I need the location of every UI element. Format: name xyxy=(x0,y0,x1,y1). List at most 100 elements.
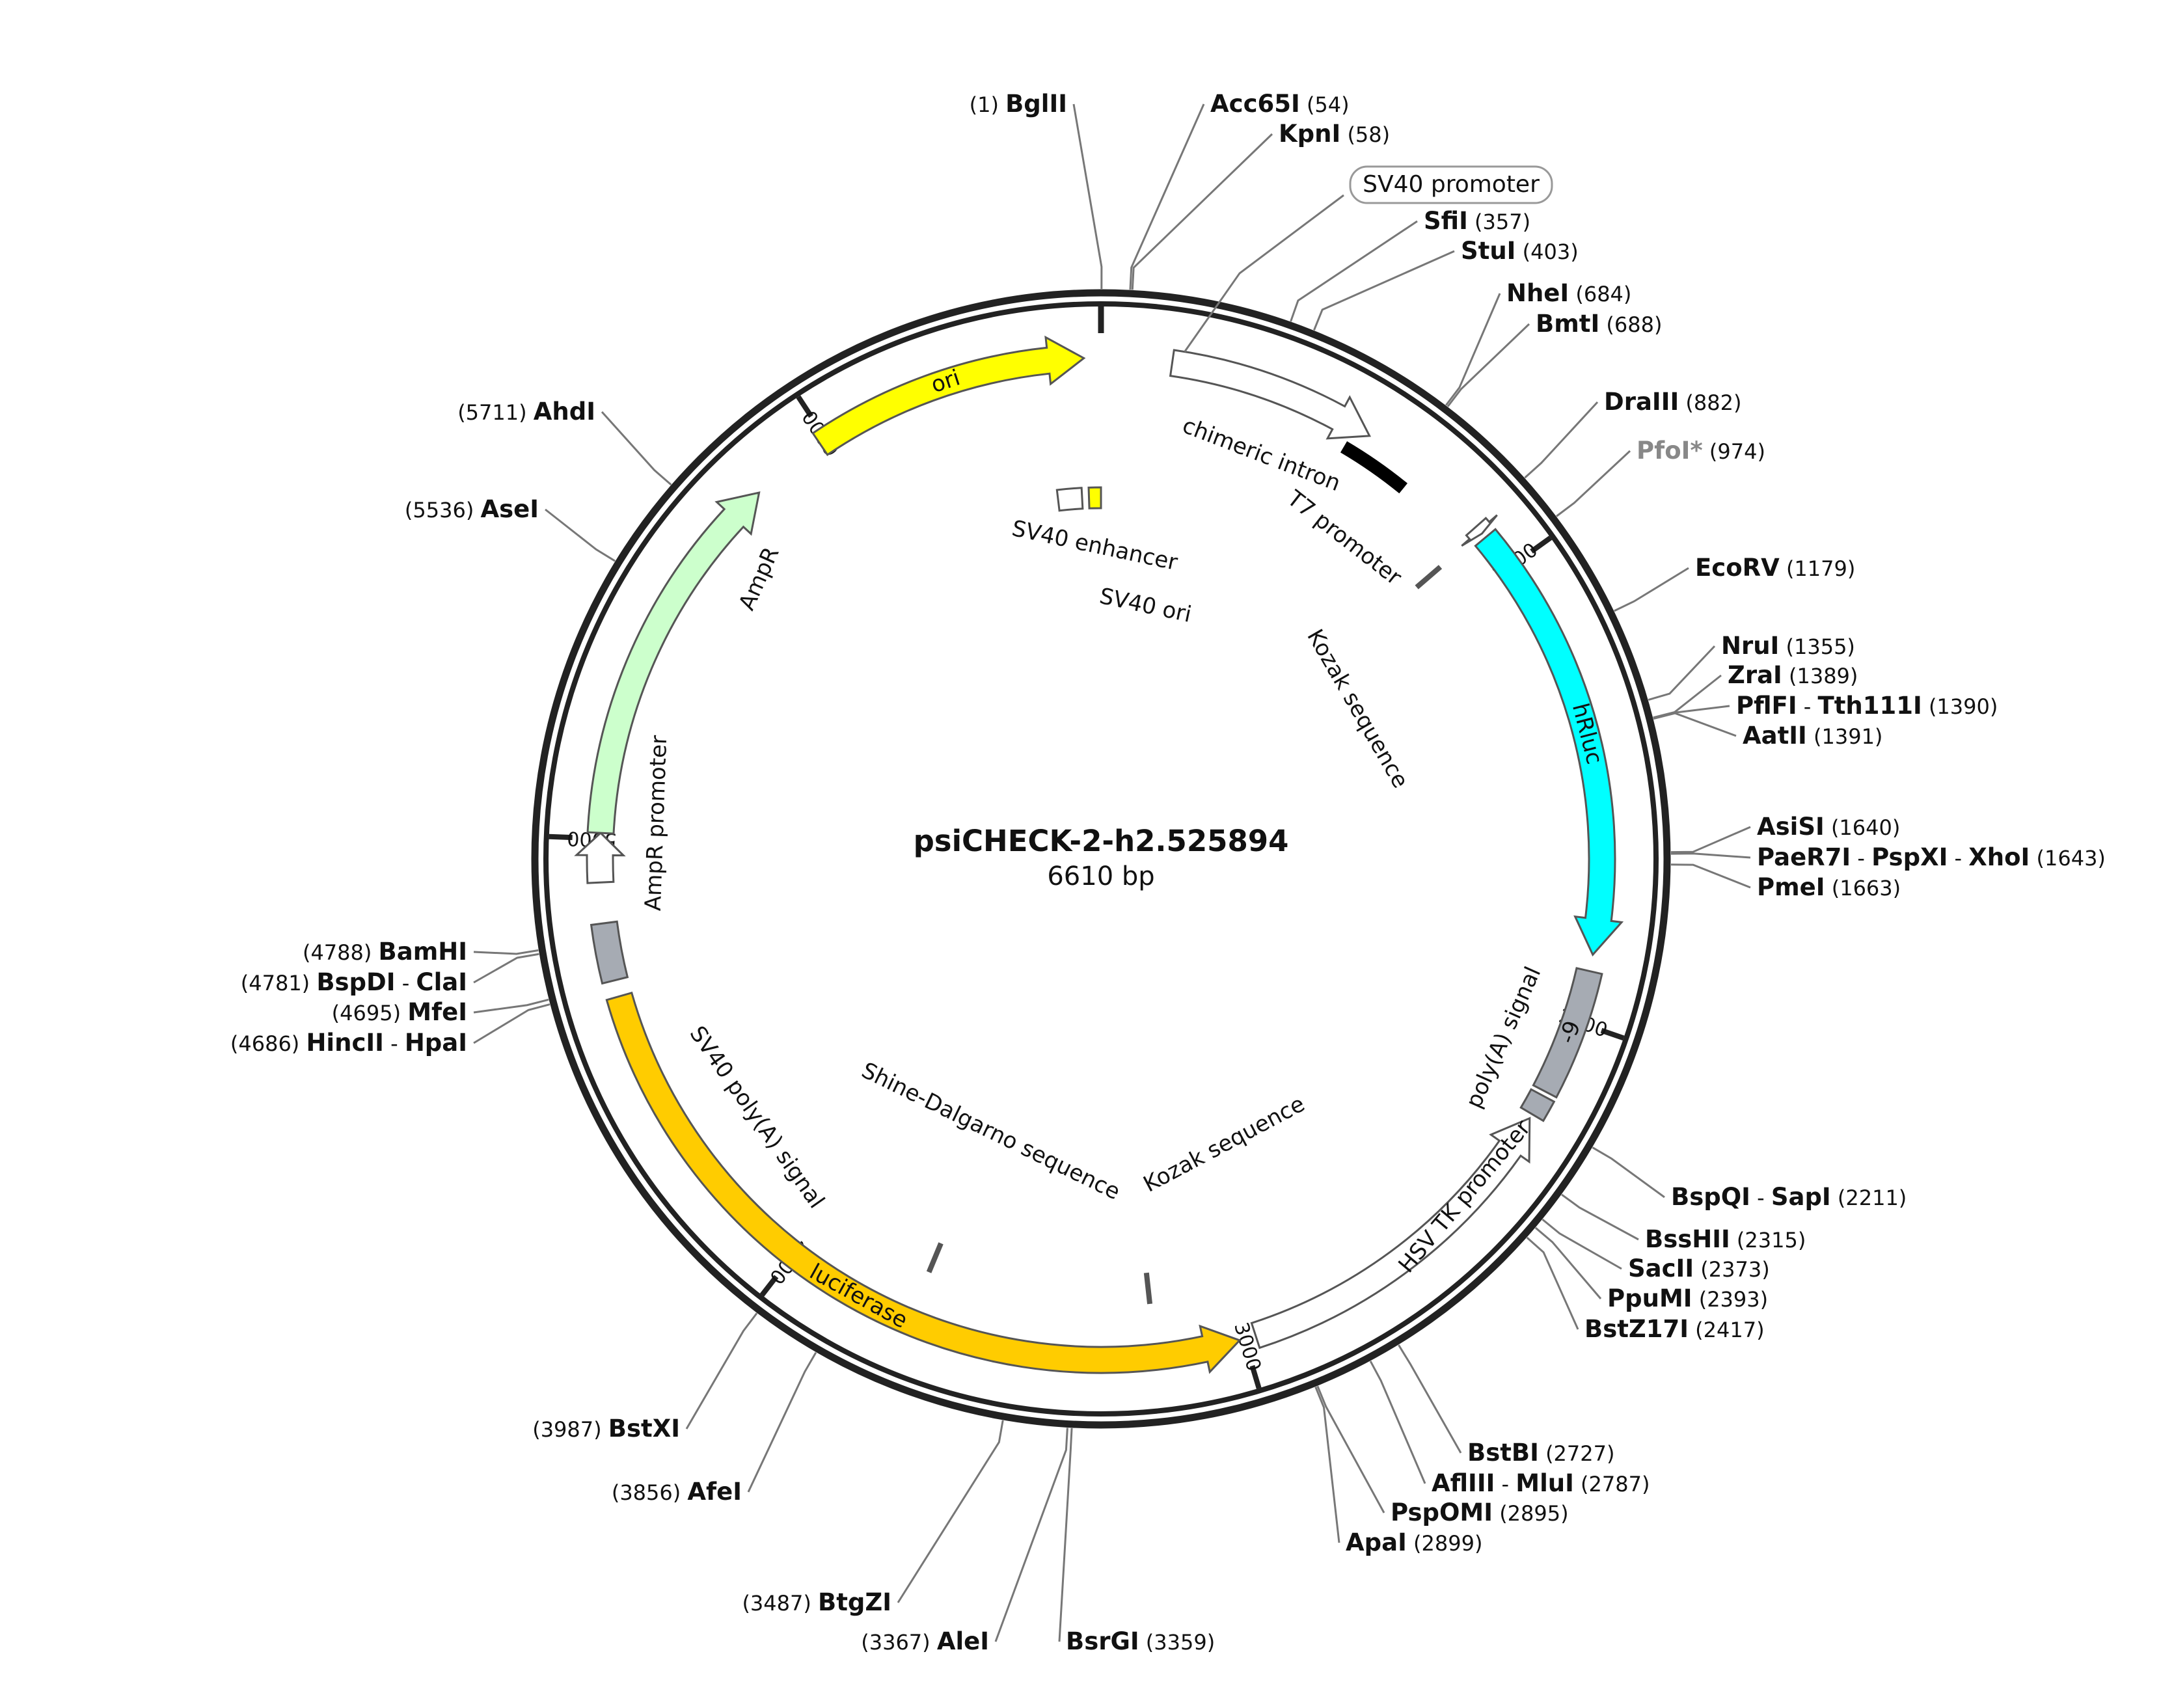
site-leader-line xyxy=(1290,220,1418,322)
site-pspomi: PspOMI (2895) xyxy=(1316,1385,1569,1526)
ori-arrow xyxy=(811,335,1086,456)
backbone-inner-ring xyxy=(543,301,1659,1417)
t7-promoter-label: T7 promoter xyxy=(1282,485,1407,590)
site-label: SacII (2373) xyxy=(1628,1254,1770,1282)
sv40-ori-label: SV40 ori xyxy=(1097,583,1193,628)
shine-dalgarno-sequence-mark xyxy=(926,1242,944,1273)
site-label: PspOMI (2895) xyxy=(1391,1498,1569,1526)
site-leader-line xyxy=(1072,103,1103,290)
site-leader-line xyxy=(897,1420,1004,1603)
site-leader-line xyxy=(601,411,672,485)
chimeric-intron-label: chimeric intron xyxy=(1179,413,1344,496)
site-draiii: DraIII (882) xyxy=(1524,388,1741,479)
site-leader-line xyxy=(473,953,539,984)
sv40-promoter-callout: SV40 promoter xyxy=(1184,165,1553,353)
site-alei: (3367) AleI xyxy=(861,1428,1068,1655)
site-nhei: NheI (684) xyxy=(1445,279,1631,406)
site-leader-line xyxy=(473,1003,550,1044)
site-label: BsrGI (3359) xyxy=(1066,1627,1215,1655)
site-sfii: SfiI (357) xyxy=(1290,207,1530,322)
site-ppumi: PpuMI (2393) xyxy=(1534,1227,1768,1312)
restriction-sites: Acc65I (54)KpnI (58) SfiI (357)StuI (403)… xyxy=(230,90,2106,1655)
backbone-outer-ring xyxy=(531,289,1671,1429)
site-leader-line xyxy=(1313,250,1455,331)
callout-box xyxy=(1349,165,1553,204)
site-label: Acc65I (54) xyxy=(1210,90,1350,118)
site-bstxi: (3987) BstXI xyxy=(532,1312,758,1443)
site-sacii: SacII (2373) xyxy=(1542,1218,1770,1282)
site-label: ZraI (1389) xyxy=(1728,661,1858,689)
site-stui: StuI (403) xyxy=(1313,237,1579,331)
site-leader-line xyxy=(1614,567,1689,612)
site-apai: ApaI (2899) xyxy=(1314,1387,1482,1556)
tick-mark xyxy=(1249,1364,1262,1389)
tick-mark xyxy=(759,1275,779,1297)
site-label: SfiI (357) xyxy=(1424,207,1530,235)
site-leader-line xyxy=(1129,103,1205,290)
site-afei: (3856) AfeI xyxy=(612,1351,817,1506)
sequence-markers xyxy=(926,441,1443,1305)
hsv-tk-promoter-label: HSV TK promoter xyxy=(1393,1115,1536,1278)
ampr-promoter-label: AmpR promoter xyxy=(640,735,672,911)
site-bstz17i: BstZ17I (2417) xyxy=(1526,1236,1765,1343)
site-leader-line xyxy=(1670,826,1751,854)
site-label: PfoI* (974) xyxy=(1637,437,1765,465)
site-label: DraIII (882) xyxy=(1604,388,1741,416)
site-label: (3856) AfeI xyxy=(612,1478,742,1506)
site-afliii-mlui: AflIII - MluI (2787) xyxy=(1369,1361,1650,1497)
site-leader-line xyxy=(1526,1236,1579,1330)
site-label: BssHII (2315) xyxy=(1645,1225,1806,1253)
site-label: (4695) MfeI xyxy=(332,998,467,1026)
site-btgzi: (3487) BtgZI xyxy=(742,1420,1004,1616)
site-bstbi: BstBI (2727) xyxy=(1398,1344,1614,1467)
site-label: (4788) BamHI xyxy=(303,938,467,966)
site-bglii: (1) BglII xyxy=(970,90,1103,290)
kozak-sequence-2-label: Kozak sequence xyxy=(1139,1091,1309,1198)
site-kpni: KpnI (58) xyxy=(1131,120,1390,290)
t7-promoter-bar xyxy=(1340,441,1407,494)
site-bsrgi: BsrGI (3359) xyxy=(1058,1428,1215,1655)
site-leader-line xyxy=(994,1428,1068,1642)
site-label: BspQI - SapI (2211) xyxy=(1671,1183,1907,1211)
site-leader-line xyxy=(473,998,549,1014)
site-leader-line xyxy=(1653,712,1737,737)
site-label: PaeR7I - PspXI - XhoI (1643) xyxy=(1757,843,2106,871)
site-leader-line xyxy=(1316,1385,1385,1513)
site-asisi: AsiSI (1640) xyxy=(1670,813,1900,854)
site-leader-line xyxy=(1314,1387,1340,1543)
ampr-label: AmpR xyxy=(734,543,785,614)
site-mfei: (4695) MfeI xyxy=(332,998,549,1026)
site-paer7i-pspxi-xhoi: PaeR7I - PspXI - XhoI (1643) xyxy=(1670,843,2106,871)
site-leader-line xyxy=(1670,863,1751,889)
site-nrui: NruI (1355) xyxy=(1648,632,1855,701)
site-leader-line xyxy=(1561,1193,1639,1241)
kozak-sequence-2-mark xyxy=(1143,1272,1153,1305)
site-label: (4686) HincII - HpaI xyxy=(230,1029,467,1057)
site-label: (1) BglII xyxy=(970,90,1067,118)
shine-dalgarno-label: Shine-Dalgarno sequence xyxy=(858,1057,1124,1205)
site-label: PpuMI (2393) xyxy=(1607,1284,1768,1312)
site-label: EcoRV (1179) xyxy=(1695,554,1855,582)
ampr-promoter-arrow xyxy=(574,832,626,884)
site-label: AatII (1391) xyxy=(1743,722,1882,750)
site-leader-line xyxy=(1670,852,1751,859)
site-leader-line xyxy=(545,508,616,562)
grey-box-9-arrow xyxy=(1532,967,1603,1099)
site-leader-line xyxy=(1131,133,1273,290)
site-label: (3487) BtgZI xyxy=(742,1588,891,1616)
site-label: PmeI (1663) xyxy=(1757,873,1901,901)
site-ahdi: (5711) AhdI xyxy=(457,398,672,485)
site-label: (3987) BstXI xyxy=(532,1415,680,1443)
plasmid-title: psiCHECK-2-h2.525894 xyxy=(914,824,1289,858)
site-label: BmtI (688) xyxy=(1536,310,1662,338)
sv40-polya-signal-arrow xyxy=(590,920,629,985)
site-hincii-hpai: (4686) HincII - HpaI xyxy=(230,1003,550,1057)
site-label: BstZ17I (2417) xyxy=(1584,1315,1765,1343)
site-leader-line xyxy=(1556,450,1631,517)
site-leader-line xyxy=(1369,1361,1426,1484)
plasmid-backbone xyxy=(531,289,1671,1429)
site-leader-line xyxy=(1447,323,1530,407)
plasmid-length: 6610 bp xyxy=(1047,861,1154,891)
site-label: AflIII - MluI (2787) xyxy=(1432,1469,1650,1497)
